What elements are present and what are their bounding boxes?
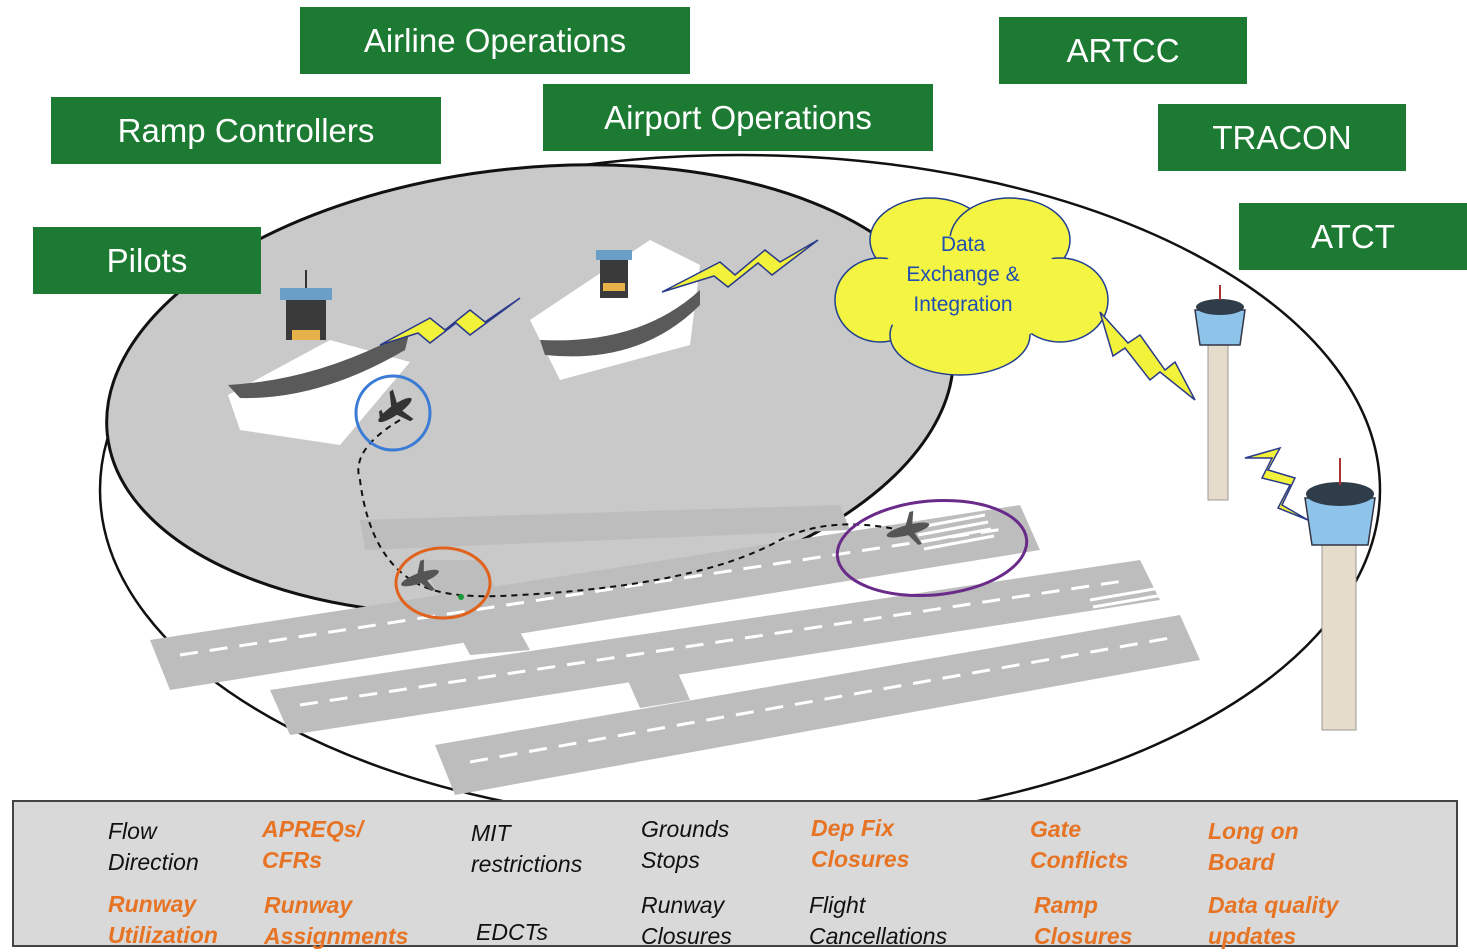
aircraft-departure-icon	[886, 510, 930, 545]
runway-2-centerline	[299, 578, 1131, 707]
gate-aircraft-circle	[354, 374, 432, 452]
issue-long-on-board: Long on Board	[1208, 818, 1299, 875]
issue-ground-stops: Grounds Stops	[641, 816, 730, 873]
issue-runway-utilization: Runway Utilization	[108, 891, 218, 948]
cloud-label-line1: Data	[940, 233, 986, 256]
atct-tower-small	[1194, 285, 1246, 501]
ramp-controllers-box: Ramp Controllers	[51, 97, 441, 164]
runway-1	[150, 505, 1040, 690]
departure-circle	[835, 498, 1029, 598]
cloud-label-line3: Integration	[913, 293, 1013, 316]
runway-3	[435, 615, 1200, 795]
issue-data-quality: Data quality updates	[1208, 892, 1339, 949]
pilots-box: Pilots	[33, 227, 261, 294]
cloud-label: Data Exchange & Integration	[878, 230, 1048, 320]
issue-runway-assignments: Runway Assignments	[264, 892, 409, 949]
taxiway-connector-2	[610, 632, 690, 708]
green-marker	[458, 594, 464, 600]
aircraft-runway-entry-icon	[401, 559, 439, 591]
runway-entry-circle	[394, 546, 492, 620]
issue-runway-closures: Runway Closures	[641, 892, 732, 949]
taxiway-upper	[360, 505, 850, 550]
ramp-tower-1	[228, 270, 410, 445]
ramp-tower-2	[530, 240, 700, 380]
runway-system	[150, 505, 1200, 795]
issues-panel: Flow Direction APREQs/ CFRs MIT restrict…	[12, 800, 1458, 949]
artcc-box: ARTCC	[999, 17, 1247, 84]
issue-ramp-closures: Ramp Closures	[1034, 892, 1133, 949]
threshold-markings	[914, 513, 1170, 623]
issue-dep-fix: Dep Fix Closures	[811, 815, 910, 872]
bolt-tower-to-tower	[1244, 446, 1309, 521]
lightning-bolts	[379, 239, 1309, 521]
cloud-label-line2: Exchange &	[906, 263, 1020, 286]
issue-apreqs: APREQs/ CFRs	[262, 816, 363, 873]
issue-gate-conflicts: Gate Conflicts	[1030, 816, 1129, 873]
runway-1-centerline	[179, 526, 1011, 657]
issue-flight-cancellations: Flight Cancellations	[809, 892, 948, 949]
airport-operations-box: Airport Operations	[543, 84, 933, 151]
bolt-ramp-to-cloud	[661, 239, 819, 293]
taxi-path	[357, 419, 901, 598]
atct-tower-large	[1304, 458, 1376, 731]
aircraft-gate-icon	[378, 389, 414, 423]
tracon-box: TRACON	[1158, 104, 1406, 171]
airline-operations-box: Airline Operations	[300, 7, 690, 74]
issue-edcts: EDCTs	[476, 919, 548, 945]
runway-2	[270, 560, 1160, 735]
bolt-ramp-to-ramp	[379, 297, 521, 346]
atct-box: ATCT	[1239, 203, 1467, 270]
issue-flow-direction: Flow Direction	[108, 818, 199, 875]
bolt-cloud-to-tower	[1099, 311, 1196, 401]
data-exchange-cloud	[834, 197, 1109, 376]
issue-mit: MIT restrictions	[471, 820, 583, 877]
